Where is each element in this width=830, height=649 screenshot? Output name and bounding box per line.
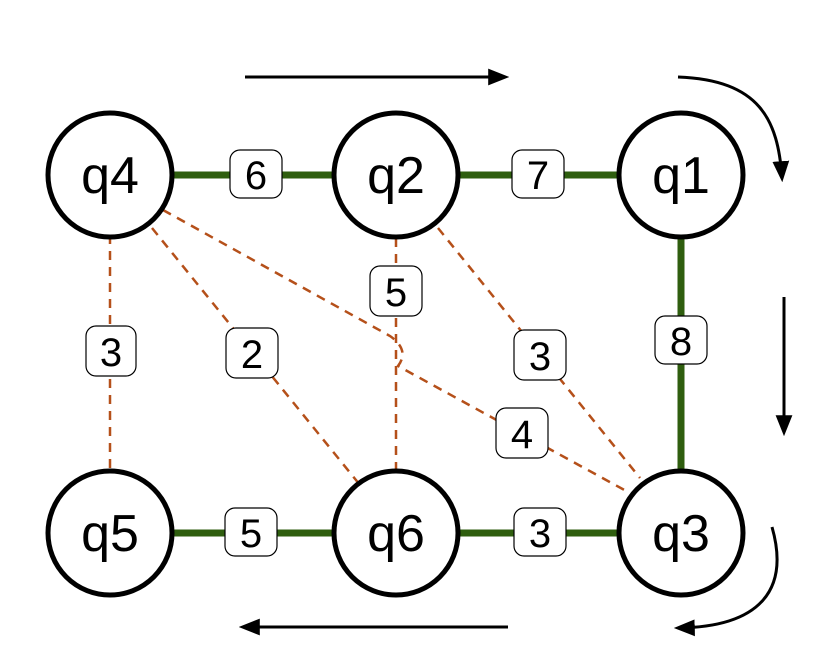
weight-label-q4-q5: 3 (85, 325, 137, 377)
node-q5: q5 (45, 468, 175, 598)
svg-text:q5: q5 (81, 505, 139, 563)
svg-text:4: 4 (511, 413, 533, 457)
svg-text:5: 5 (240, 512, 262, 556)
edge-q4-q3 (162, 208, 629, 494)
weight-label-q4-q3: 4 (495, 407, 549, 459)
weight-label-q4-q2: 6 (229, 149, 283, 199)
svg-text:3: 3 (529, 335, 551, 379)
weight-label-q3-q6: 3 (513, 507, 567, 557)
svg-text:3: 3 (100, 331, 122, 375)
svg-text:q6: q6 (367, 505, 425, 563)
svg-text:q4: q4 (81, 147, 139, 205)
node-q2: q2 (331, 110, 461, 240)
node-q3: q3 (616, 468, 746, 598)
svg-text:q3: q3 (652, 505, 710, 563)
svg-text:q1: q1 (652, 147, 710, 205)
svg-text:7: 7 (527, 154, 549, 198)
curved-down-arrow-icon (677, 75, 790, 183)
weight-label-q2-q6: 5 (369, 265, 423, 317)
node-q4: q4 (45, 110, 175, 240)
node-q6: q6 (331, 468, 461, 598)
svg-text:6: 6 (245, 154, 267, 198)
weight-label-q4-q6: 2 (225, 327, 279, 379)
svg-text:5: 5 (385, 271, 407, 315)
svg-text:8: 8 (670, 320, 692, 364)
weight-label-q2-q3: 3 (513, 329, 567, 381)
svg-text:q2: q2 (367, 147, 425, 205)
weight-label-q1-q3: 8 (654, 315, 708, 365)
svg-text:3: 3 (529, 512, 551, 556)
svg-text:2: 2 (241, 333, 263, 377)
weight-label-q6-q5: 5 (224, 507, 278, 557)
node-q1: q1 (616, 110, 746, 240)
weight-label-q2-q1: 7 (511, 149, 565, 199)
curved-left-arrow-icon (673, 526, 779, 637)
